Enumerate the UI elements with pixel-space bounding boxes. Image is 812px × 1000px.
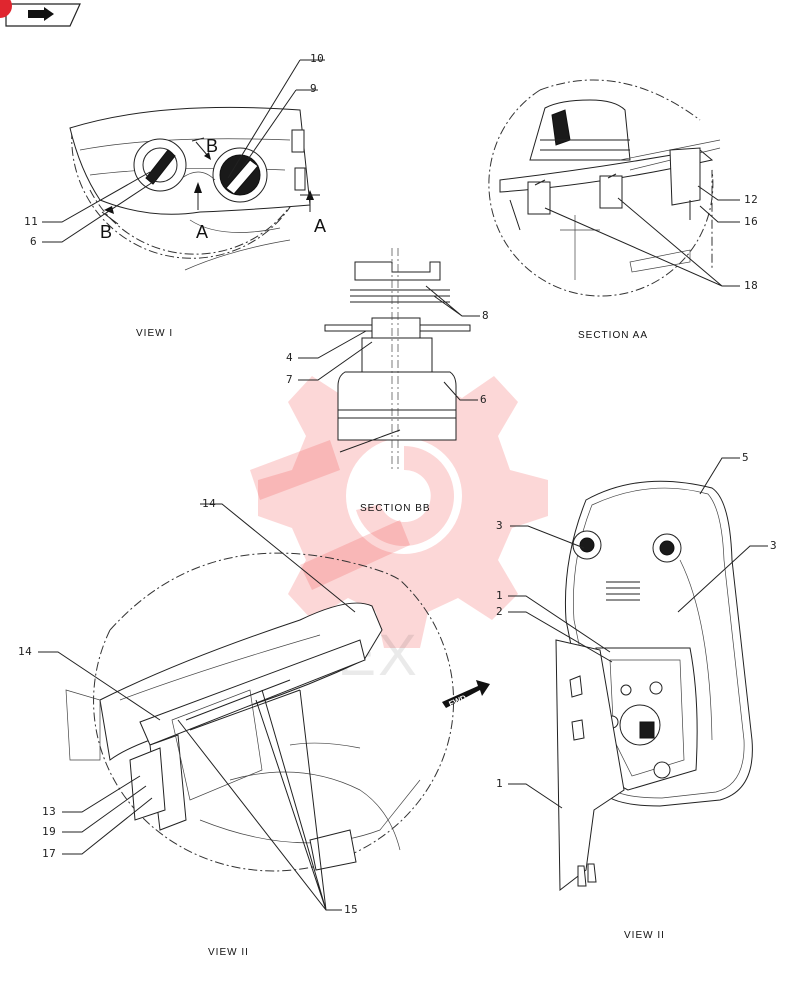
corner-badge: [0, 0, 12, 18]
callout-16: 16: [744, 215, 758, 228]
callout-14a: 14: [202, 497, 216, 510]
section-marker-a2: A: [314, 216, 326, 236]
callout-3a: 3: [496, 519, 503, 532]
callout-1a: 1: [496, 589, 503, 602]
callout-7: 7: [286, 373, 293, 386]
callout-6b: 6: [480, 393, 487, 406]
fwd-label: FWD: [447, 693, 468, 709]
caption-section-bb: SECTION BB: [360, 503, 431, 514]
watermark-gear: [250, 346, 548, 648]
callout-17: 17: [42, 847, 56, 860]
view-1: [69, 106, 320, 271]
section-marker-a1: A: [196, 222, 208, 242]
callout-19: 19: [42, 825, 56, 838]
section-marker-b2: B: [100, 222, 112, 242]
callout-6a: 6: [30, 235, 37, 248]
caption-view-2-left: VIEW II: [208, 947, 249, 958]
callout-2: 2: [496, 605, 503, 618]
caption-view-1: VIEW I: [136, 328, 173, 339]
nav-button[interactable]: [5, 3, 81, 27]
callout-18: 18: [744, 279, 758, 292]
view-2-left: [65, 552, 455, 872]
callout-12: 12: [744, 193, 758, 206]
arrow-right-icon: [28, 7, 54, 21]
callout-8: 8: [482, 309, 489, 322]
callout-10: 10: [310, 52, 324, 65]
callout-3b: 3: [770, 539, 777, 552]
section-aa: [488, 79, 721, 297]
callout-14b: 14: [18, 645, 32, 658]
callout-15: 15: [344, 903, 358, 916]
callout-1b: 1: [496, 777, 503, 790]
caption-view-2-right: VIEW II: [624, 930, 665, 941]
callout-4: 4: [286, 351, 293, 364]
section-bb: [324, 248, 471, 470]
view-2-right: [555, 480, 753, 892]
callout-9: 9: [310, 82, 317, 95]
callout-13: 13: [42, 805, 56, 818]
callout-11: 11: [24, 215, 38, 228]
caption-section-aa: SECTION AA: [578, 330, 648, 341]
section-marker-b1: B: [206, 136, 218, 156]
callout-5: 5: [742, 451, 749, 464]
fwd-arrow: [442, 680, 490, 708]
